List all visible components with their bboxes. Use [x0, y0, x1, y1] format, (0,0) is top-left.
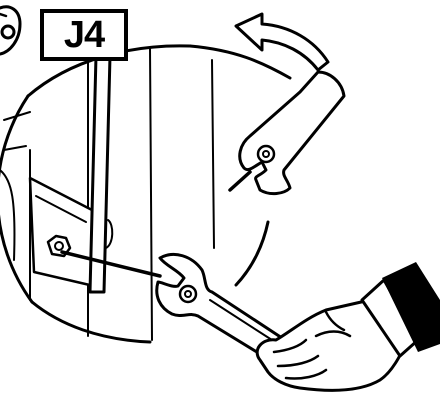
bracket-plate: [30, 178, 94, 286]
inset-wrench-icon: [230, 72, 344, 194]
step-label: J4: [40, 9, 128, 61]
rotation-arrow-icon: [236, 14, 328, 70]
leg-bar: [90, 56, 112, 292]
caster-wheel-fragment: [0, 7, 20, 54]
